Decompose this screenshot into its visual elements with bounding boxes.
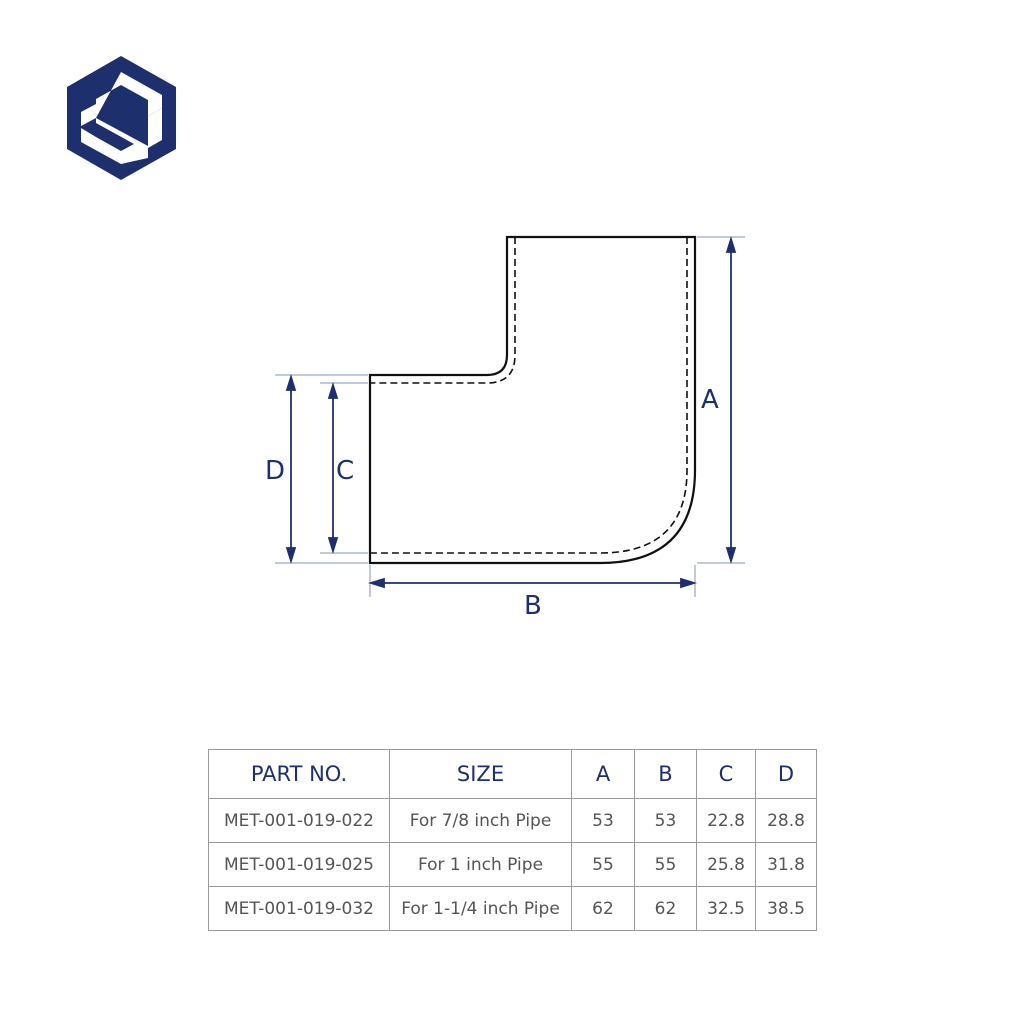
cell-d: 28.8: [755, 798, 817, 843]
header-d: D: [755, 749, 817, 799]
cell-c: 22.8: [696, 798, 756, 843]
cell-d: 38.5: [755, 886, 817, 931]
dimension-d-label: D: [265, 456, 285, 486]
hexagon-s-logo: [67, 56, 176, 180]
dimension-a-label: A: [701, 385, 719, 415]
cell-c: 25.8: [696, 842, 756, 887]
cell-size: For 7/8 inch Pipe: [389, 798, 572, 843]
table-row: MET-001-019-022 For 7/8 inch Pipe 53 53 …: [208, 798, 817, 843]
cell-b: 53: [634, 798, 697, 843]
cell-b: 62: [634, 886, 697, 931]
header-size: SIZE: [389, 749, 572, 799]
table-row: MET-001-019-025 For 1 inch Pipe 55 55 25…: [208, 842, 817, 887]
cell-size: For 1-1/4 inch Pipe: [389, 886, 572, 931]
inner-wall-dashed: [370, 237, 688, 554]
header-b: B: [634, 749, 697, 799]
elbow-outline: [368, 235, 697, 565]
table-header-row: PART NO. SIZE A B C D: [208, 749, 817, 799]
inner-wall-dashed: [370, 237, 516, 384]
cell-a: 55: [571, 842, 635, 887]
cell-part-no: MET-001-019-025: [208, 842, 390, 887]
header-a: A: [571, 749, 635, 799]
cell-part-no: MET-001-019-032: [208, 886, 390, 931]
dimension-c-label: C: [336, 456, 354, 486]
cell-b: 55: [634, 842, 697, 887]
cell-size: For 1 inch Pipe: [389, 842, 572, 887]
cell-a: 53: [571, 798, 635, 843]
cell-c: 32.5: [696, 886, 756, 931]
header-c: C: [696, 749, 756, 799]
cell-part-no: MET-001-019-022: [208, 798, 390, 843]
dimension-b-label: B: [524, 591, 542, 621]
header-part-no: PART NO.: [208, 749, 390, 799]
specification-table: PART NO. SIZE A B C D MET-001-019-022 Fo…: [208, 749, 817, 931]
cell-a: 62: [571, 886, 635, 931]
cell-d: 31.8: [755, 842, 817, 887]
elbow-technical-drawing: A B C D: [265, 235, 745, 621]
table-row: MET-001-019-032 For 1-1/4 inch Pipe 62 6…: [208, 886, 817, 931]
